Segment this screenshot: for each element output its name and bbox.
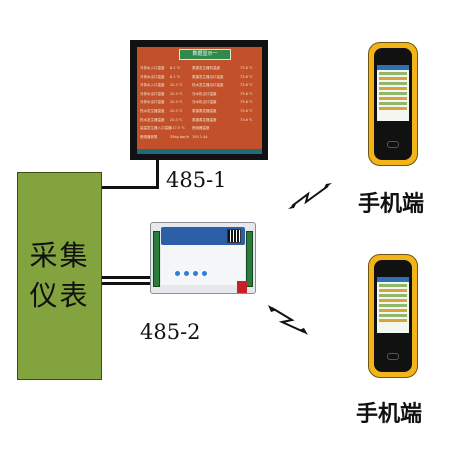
hmi-screen: 数据显示一 冷却水入口温度 8.1 ℃ 蒸镀发生器机温度 73.6 ℃ 冷却水出口温度 8…	[130, 40, 268, 160]
hmi-cell: 高温发生器入口温度	[140, 126, 172, 131]
hmi-cell: 蒸镀发生器出口温度	[192, 74, 224, 79]
acquisition-instrument-box: 采集 仪表	[17, 172, 102, 380]
hmi-cell: 冷却水入口温度	[140, 66, 165, 70]
hmi-cell: 燃烧器温度	[192, 126, 210, 131]
hmi-cell: 73.6 ℃	[240, 91, 253, 96]
hmi-cell: 20.3 ℃	[170, 91, 183, 96]
instrument-label: 采集 仪表	[29, 236, 89, 316]
dtu-led-3	[193, 271, 198, 276]
hmi-title: 数据显示一	[179, 49, 231, 60]
wire-485-1-vertical	[156, 158, 159, 188]
hmi-cell: 热水发生器温度	[140, 109, 165, 113]
hmi-cell: 蒸镀蒸发器温度	[192, 109, 217, 113]
hmi-cell: 73.6 ℃	[240, 66, 253, 70]
phone-label-bottom: 手机端	[356, 402, 423, 427]
hmi-cell: 73.6 ℃	[240, 109, 253, 113]
hmi-row: 冷却水入口温度 8.1 ℃ 蒸镀发生器机温度 73.6 ℃	[140, 65, 258, 72]
hmi-cell: 73.6 ℃	[240, 83, 253, 88]
hmi-display: 数据显示一 冷却水入口温度 8.1 ℃ 蒸镀发生器机温度 73.6 ℃ 冷却水出口温度 8…	[137, 47, 262, 154]
hmi-footer-bar	[137, 149, 262, 154]
phone-top-screen	[377, 65, 409, 121]
dtu-qr-code	[227, 229, 241, 243]
instrument-label-line2: 仪表	[29, 279, 90, 312]
hmi-row: 热水发生器温度 20.3 ℃ 蒸镀蒸发器温度 73.6 ℃	[140, 108, 258, 115]
hmi-cell: 8.1 ℃	[170, 66, 181, 70]
hmi-cell: 冷水机出口温度	[192, 91, 217, 96]
dtu-device	[150, 222, 256, 294]
hmi-cell: 8.1 ℃	[170, 74, 181, 79]
hmi-cell: 蒸镀蒸发器温度	[192, 117, 217, 122]
hmi-cell: 73.6 ℃	[240, 117, 253, 122]
hmi-cell: 冷却水出口温度	[140, 100, 165, 105]
hmi-cell: 冷却水入口温度	[140, 83, 165, 88]
phone-bottom-home-button	[387, 353, 399, 360]
port-label-485-1: 485-1	[166, 168, 227, 192]
hmi-row: 冷却水出口温度 8.1 ℃ 蒸镀发生器出口温度 73.6 ℃	[140, 74, 258, 81]
wireless-link-icon-top	[288, 180, 332, 212]
hmi-cell: 35kg bar/h	[170, 134, 190, 139]
hmi-cell: 冷却水出口温度	[140, 74, 165, 79]
hmi-cell: 20.3 ℃	[170, 117, 183, 122]
dtu-led-1	[175, 271, 180, 276]
port-label-485-2: 485-2	[140, 320, 201, 344]
wire-485-2-a	[102, 276, 152, 279]
hmi-row: 热水发生器温度 20.3 ℃ 蒸镀蒸发器温度 73.6 ℃	[140, 117, 258, 124]
dtu-body	[161, 245, 245, 285]
instrument-label-line1: 采集	[29, 239, 90, 272]
wireless-link-icon-bottom	[266, 300, 310, 336]
hmi-cell: 117.5 ℃	[170, 126, 186, 131]
hmi-cell: 73.6 ℃	[240, 100, 253, 105]
hmi-cell: 燃烧器参数	[140, 134, 158, 139]
dtu-top-panel	[161, 227, 245, 245]
phone-bottom-screen	[377, 277, 409, 333]
hmi-cell: 73.6 ℃	[240, 74, 253, 79]
dtu-antenna	[237, 281, 247, 293]
hmi-row: 冷却水入口温度 20.3 ℃ 热水发生器出口温度 73.6 ℃	[140, 82, 258, 89]
wire-485-1-horizontal	[102, 186, 159, 189]
hmi-cell: 100 1.44	[192, 134, 208, 139]
dtu-led-4	[202, 271, 207, 276]
dtu-left-terminal	[153, 231, 160, 287]
hmi-cell: 冷水机出口温度	[192, 100, 217, 105]
hmi-cell: 热水发生器出口温度	[192, 83, 224, 88]
phone-bottom	[368, 254, 418, 378]
dtu-right-terminal	[246, 231, 253, 287]
hmi-cell: 20.3 ℃	[170, 109, 183, 113]
hmi-cell: 热水发生器温度	[140, 117, 165, 122]
hmi-cell: 20.3 ℃	[170, 100, 183, 105]
hmi-cell: 冷却水出口温度	[140, 91, 165, 96]
dtu-led-2	[184, 271, 189, 276]
hmi-row: 冷却水出口温度 20.3 ℃ 冷水机出口温度 73.6 ℃	[140, 99, 258, 106]
phone-top	[368, 42, 418, 166]
phone-top-home-button	[387, 141, 399, 148]
hmi-cell: 蒸镀发生器机温度	[192, 66, 220, 70]
hmi-cell: 20.3 ℃	[170, 83, 183, 88]
phone-label-top: 手机端	[358, 192, 425, 217]
hmi-row: 冷却水出口温度 20.3 ℃ 冷水机出口温度 73.6 ℃	[140, 91, 258, 98]
wire-485-2-b	[102, 282, 152, 285]
